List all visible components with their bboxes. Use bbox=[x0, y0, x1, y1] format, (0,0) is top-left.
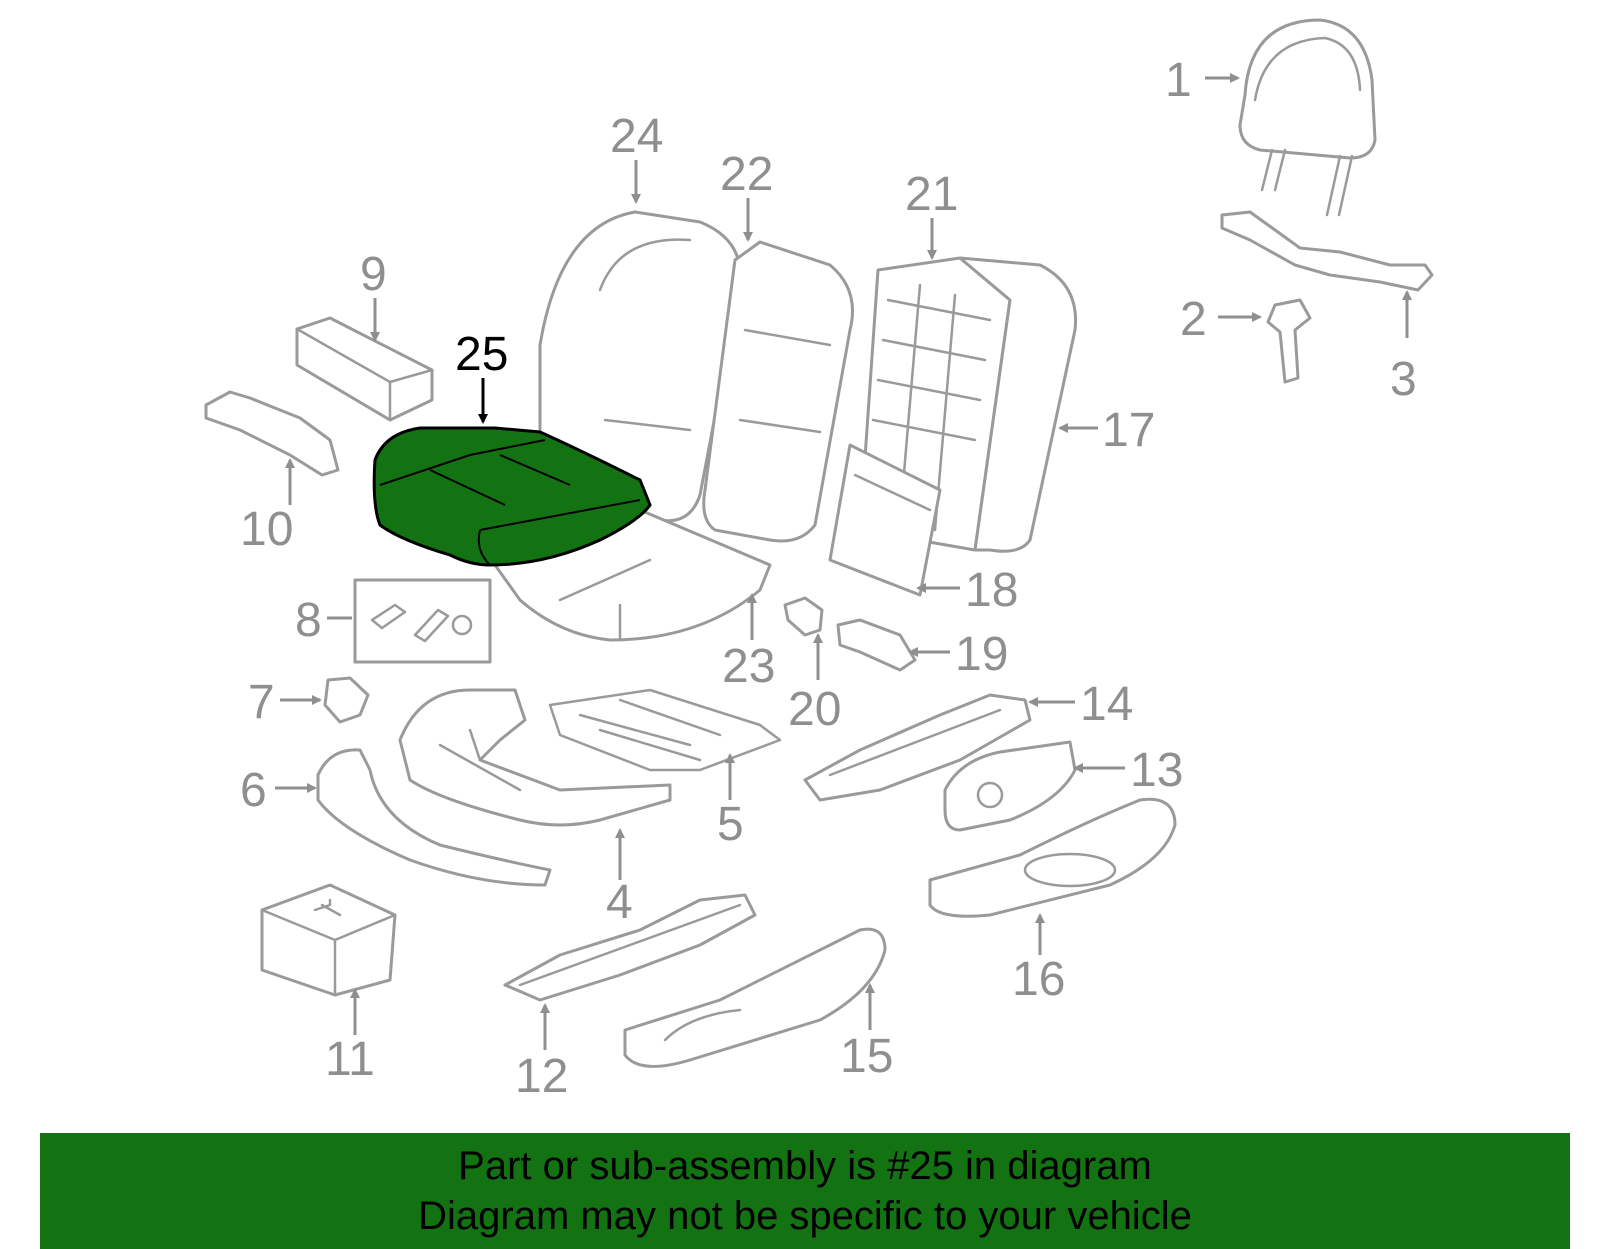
part-25-seat-cushion-cover[interactable] bbox=[372, 426, 652, 567]
callout-5: 5 bbox=[717, 798, 744, 851]
callout-18: 18 bbox=[965, 564, 1018, 617]
part-17-rear-cover[interactable] bbox=[958, 256, 1078, 553]
callout-17: 17 bbox=[1102, 404, 1155, 457]
callout-21: 21 bbox=[905, 168, 958, 221]
footer-line-2: Diagram may not be specific to your vehi… bbox=[418, 1194, 1192, 1238]
part-5-spring-mat[interactable] bbox=[548, 688, 782, 772]
footer-banner: Part or sub-assembly is #25 in diagram D… bbox=[40, 1133, 1570, 1249]
callout-25: 25 bbox=[455, 328, 508, 381]
part-2-guide[interactable] bbox=[1266, 298, 1312, 384]
callout-10: 10 bbox=[240, 503, 293, 556]
callout-7: 7 bbox=[248, 676, 275, 729]
part-6-trim[interactable] bbox=[316, 748, 552, 887]
part-19-connector[interactable] bbox=[836, 618, 917, 672]
part-14-side-rail[interactable] bbox=[803, 693, 1032, 802]
part-9-module[interactable] bbox=[295, 316, 434, 422]
callout-13: 13 bbox=[1130, 744, 1183, 797]
part-4-seat-pan[interactable] bbox=[398, 688, 672, 827]
part-1-headrest[interactable] bbox=[1238, 18, 1377, 217]
callout-6: 6 bbox=[240, 764, 267, 817]
callout-22: 22 bbox=[720, 148, 773, 201]
callout-12: 12 bbox=[515, 1050, 568, 1103]
callout-2: 2 bbox=[1180, 293, 1207, 346]
callout-19: 19 bbox=[955, 628, 1008, 681]
part-18-board[interactable] bbox=[828, 443, 942, 597]
callout-20: 20 bbox=[788, 683, 841, 736]
footer-line-1: Part or sub-assembly is #25 in diagram bbox=[458, 1144, 1152, 1188]
part-12-seat-track[interactable] bbox=[503, 893, 757, 1002]
callout-8: 8 bbox=[295, 594, 322, 647]
part-11-module[interactable] bbox=[260, 883, 397, 997]
callout-15: 15 bbox=[840, 1030, 893, 1083]
part-3-bracket[interactable] bbox=[1220, 210, 1434, 292]
callout-23: 23 bbox=[722, 640, 775, 693]
part-10-bracket[interactable] bbox=[204, 390, 340, 477]
part-15-inner-trim[interactable] bbox=[623, 927, 887, 1068]
part-13-switch-panel[interactable] bbox=[943, 740, 1077, 832]
part-8-clips-kit[interactable] bbox=[353, 578, 492, 664]
callout-1: 1 bbox=[1165, 54, 1192, 107]
part-7-cover[interactable] bbox=[323, 676, 370, 724]
part-20-connector[interactable] bbox=[783, 596, 824, 637]
callout-11: 11 bbox=[325, 1033, 375, 1086]
part-16-outer-trim[interactable] bbox=[928, 797, 1177, 918]
callout-16: 16 bbox=[1012, 953, 1065, 1006]
callout-14: 14 bbox=[1080, 678, 1133, 731]
callout-4: 4 bbox=[606, 876, 633, 929]
part-22-back-panel[interactable] bbox=[702, 240, 854, 543]
callout-24: 24 bbox=[610, 110, 663, 163]
callout-3: 3 bbox=[1390, 353, 1417, 406]
callout-9: 9 bbox=[360, 248, 387, 301]
